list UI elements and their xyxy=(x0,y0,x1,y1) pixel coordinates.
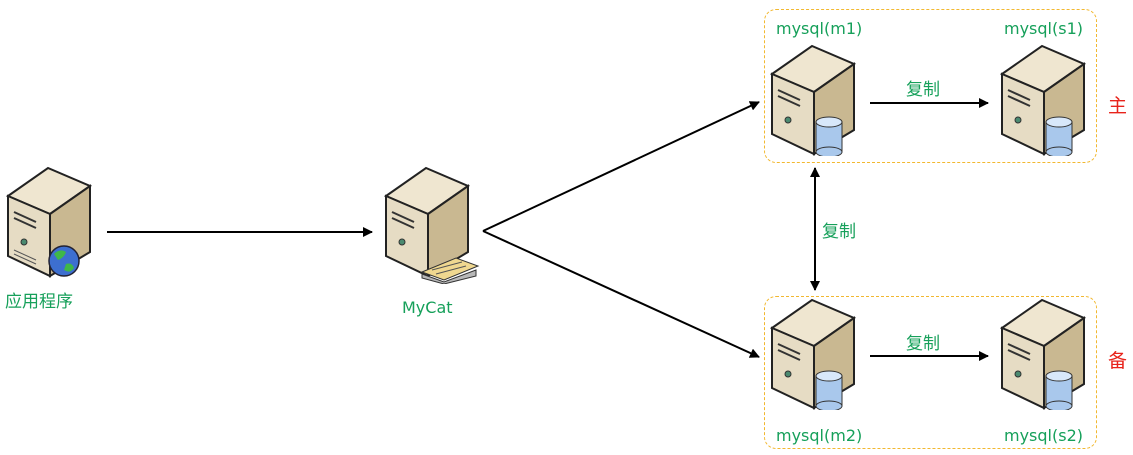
app-label: 应用程序 xyxy=(5,292,73,312)
m2-label: mysql(m2) xyxy=(776,426,863,445)
mycat-label: MyCat xyxy=(402,298,453,317)
server-database-icon xyxy=(769,44,857,158)
m1-label: mysql(m1) xyxy=(776,19,863,38)
arrow-mycat-to-m1 xyxy=(482,101,760,232)
arrow-mycat-to-m2 xyxy=(482,230,760,358)
s1-label: mysql(s1) xyxy=(1004,19,1083,38)
edge-label-m2-s2: 复制 xyxy=(906,334,940,354)
m2-node[interactable] xyxy=(768,298,858,412)
server-database-icon xyxy=(999,298,1087,412)
server-database-icon xyxy=(769,298,857,412)
s2-node[interactable] xyxy=(998,298,1088,412)
s1-node[interactable] xyxy=(998,44,1088,158)
s2-label: mysql(s2) xyxy=(1004,426,1083,445)
standby-group-label: 备 xyxy=(1108,350,1128,372)
edge-label-m1-s1: 复制 xyxy=(906,80,940,100)
mycat-node[interactable] xyxy=(382,166,482,285)
server-globe-icon xyxy=(5,166,93,278)
m1-node[interactable] xyxy=(768,44,858,158)
app-node[interactable] xyxy=(4,166,94,278)
primary-group-box xyxy=(764,9,1097,163)
server-router-icon xyxy=(383,166,480,285)
server-database-icon xyxy=(999,44,1087,158)
standby-group-box xyxy=(764,296,1097,449)
primary-group-label: 主 xyxy=(1108,95,1128,117)
edge-label-m1-m2: 复制 xyxy=(822,222,856,242)
